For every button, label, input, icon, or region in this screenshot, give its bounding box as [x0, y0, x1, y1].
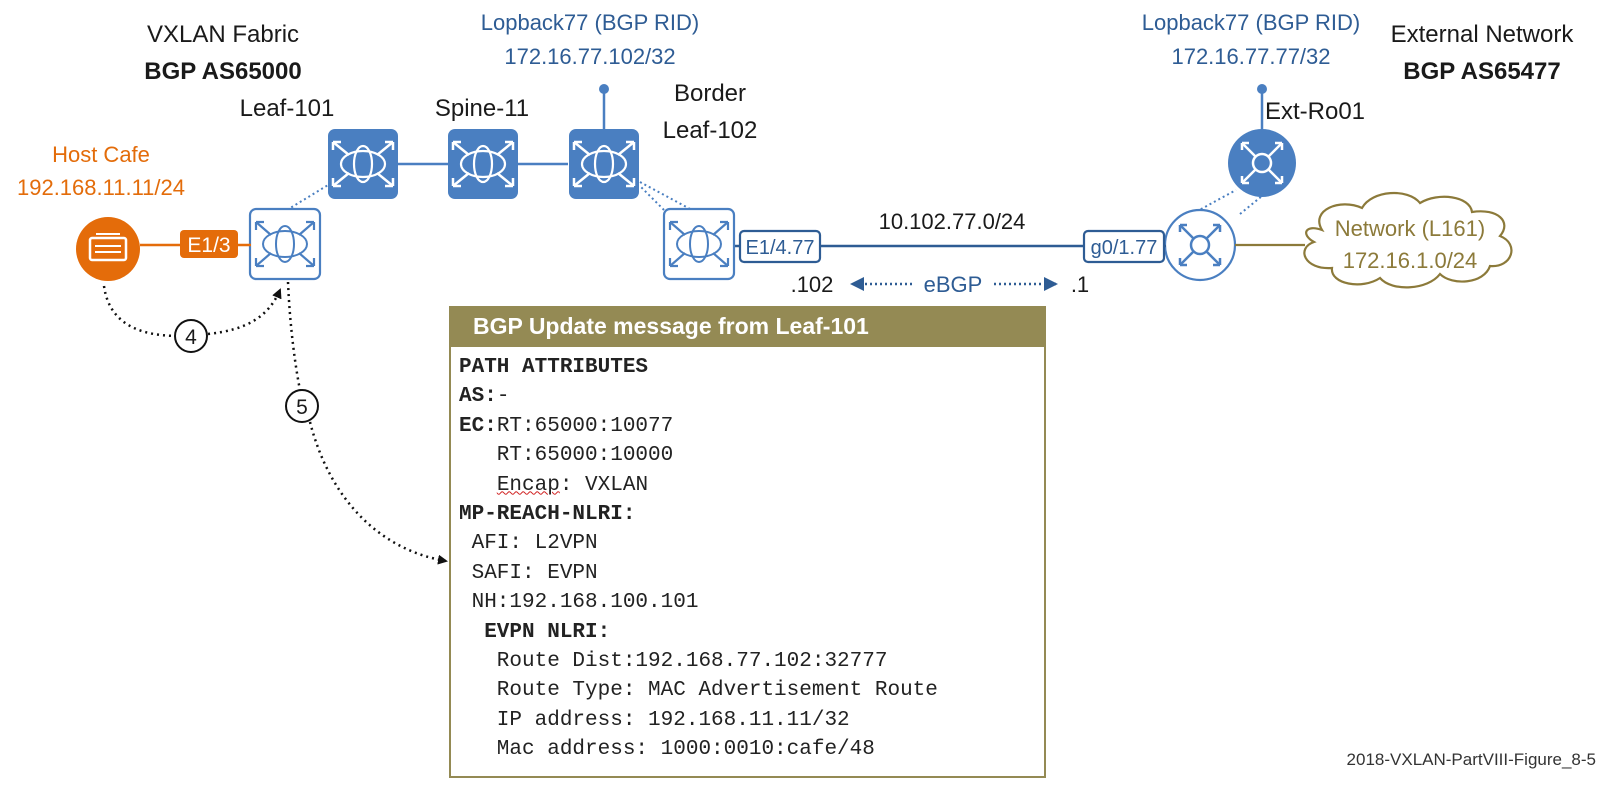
- left-interface-label: E1/4.77: [746, 237, 815, 259]
- step4-path-left: [102, 285, 181, 338]
- message-line-key: EVPN NLRI:: [459, 620, 611, 644]
- ext-loopback-ip: 172.16.77.77/32: [1171, 44, 1330, 69]
- border-loopback-name: Lopback77 (BGP RID): [481, 10, 699, 35]
- bgp-update-message-panel: BGP Update message from Leaf-101 PATH AT…: [449, 306, 1046, 780]
- leaf101-vdc-switch-icon[interactable]: [248, 207, 322, 281]
- message-line-key: PATH ATTRIBUTES: [459, 356, 649, 379]
- fabric-title: VXLAN Fabric: [147, 21, 299, 48]
- step5-badge: 5: [285, 389, 319, 423]
- step5-path-upper: [286, 281, 302, 391]
- message-line: NH:192.168.100.101: [459, 590, 699, 616]
- message-line: IP address: 192.168.11.11/32: [459, 708, 850, 734]
- host-name: Host Cafe: [52, 142, 150, 167]
- leaf101-label: Leaf-101: [240, 95, 335, 122]
- ext-router-vdc-icon[interactable]: [1163, 208, 1237, 282]
- border-leaf102-switch-icon[interactable]: [569, 129, 639, 199]
- message-line-key: MP-REACH-NLRI:: [459, 503, 636, 526]
- border-vdc-link-left: [639, 181, 693, 211]
- message-line-value: IP address: 192.168.11.11/32: [459, 708, 850, 732]
- message-line: Route Type: MAC Advertisement Route: [459, 678, 938, 704]
- border-vdc-switch-icon[interactable]: [662, 207, 736, 281]
- message-line-value: Mac address: 1000:0010:cafe/48: [459, 738, 875, 762]
- message-line-value: RT:65000:10077: [496, 414, 674, 438]
- message-line: Mac address: 1000:0010:cafe/48: [459, 737, 875, 763]
- ext-router-icon[interactable]: [1228, 129, 1296, 197]
- message-line: SAFI: EVPN: [459, 561, 598, 587]
- cloud-name: Network (L161): [1335, 216, 1485, 241]
- network-cloud-icon: [1303, 191, 1513, 289]
- host-port-label: E1/3: [187, 234, 230, 257]
- message-line-value: -: [496, 385, 510, 409]
- figure-caption: 2018-VXLAN-PartVIII-Figure_8-5: [1346, 750, 1596, 769]
- message-line: AFI: L2VPN: [459, 531, 598, 557]
- message-line: EC:RT:65000:10077: [459, 414, 673, 440]
- message-line-key: AS:: [459, 385, 497, 409]
- message-line: PATH ATTRIBUTES: [459, 355, 648, 381]
- step4-badge: 4: [174, 319, 208, 353]
- message-line-value: SAFI: EVPN: [459, 561, 598, 585]
- message-line-value: Route Type: MAC Advertisement Route: [459, 679, 938, 703]
- link-subnet: 10.102.77.0/24: [879, 209, 1026, 234]
- right-address: .1: [1071, 272, 1089, 297]
- step4-path-right: [207, 288, 282, 336]
- fabric-as-label: BGP AS65000: [144, 58, 301, 85]
- step4-label: 4: [185, 326, 197, 349]
- message-line: EVPN NLRI:: [459, 620, 610, 646]
- step5-path-lower: [308, 421, 448, 565]
- external-as-label: BGP AS65477: [1403, 58, 1560, 85]
- bgp-update-message-body: PATH ATTRIBUTES AS:- EC:RT:65000:10077 RT:…: [449, 347, 1046, 778]
- ext-vdc-link-2: [1239, 195, 1263, 215]
- spine11-switch-icon[interactable]: [448, 129, 518, 199]
- message-line-value: Route Dist:192.168.77.102:32777: [459, 650, 888, 673]
- message-line-value: AFI: L2VPN: [459, 532, 598, 556]
- left-interface-badge: E1/4.77: [738, 229, 822, 264]
- message-line: RT:65000:10000: [459, 443, 673, 469]
- border-label-line1: Border: [674, 80, 746, 107]
- ebgp-label: eBGP: [924, 272, 983, 297]
- message-line: MP-REACH-NLRI:: [459, 502, 635, 528]
- message-line: AS:-: [459, 384, 509, 410]
- message-line-key: EC:: [459, 414, 497, 438]
- left-address: .102: [791, 272, 834, 297]
- message-line-value: Encap: VXLAN: [496, 473, 649, 497]
- right-interface-label: g0/1.77: [1091, 237, 1158, 259]
- step5-label: 5: [296, 396, 308, 419]
- ext-loopback-name: Lopback77 (BGP RID): [1142, 10, 1360, 35]
- message-line: Route Dist:192.168.77.102:32777: [459, 649, 888, 675]
- external-title: External Network: [1391, 21, 1575, 48]
- message-line-value: NH:192.168.100.101: [459, 591, 699, 615]
- message-line: Encap: VXLAN: [459, 473, 648, 499]
- host-port-badge: E1/3: [180, 230, 238, 258]
- border-vdc-link-right: [639, 185, 665, 211]
- bgp-update-message-title: BGP Update message from Leaf-101: [449, 306, 1046, 347]
- ext-loopback-dot: [1257, 84, 1267, 94]
- leaf101-vdc-link: [286, 181, 334, 211]
- ext-vdc-link: [1191, 189, 1237, 215]
- host-server-icon[interactable]: [76, 217, 140, 281]
- ext-router-label: Ext-Ro01: [1265, 98, 1365, 125]
- cloud-prefix: 172.16.1.0/24: [1343, 248, 1478, 273]
- host-ip: 192.168.11.11/24: [17, 175, 185, 200]
- border-loopback-dot: [599, 84, 609, 94]
- border-loopback-ip: 172.16.77.102/32: [504, 44, 675, 69]
- spine11-label: Spine-11: [435, 95, 529, 122]
- message-line-value: RT:65000:10000: [459, 444, 674, 468]
- border-label-line2: Leaf-102: [663, 117, 758, 144]
- leaf101-switch-icon[interactable]: [328, 129, 398, 199]
- right-interface-badge: g0/1.77: [1082, 229, 1166, 264]
